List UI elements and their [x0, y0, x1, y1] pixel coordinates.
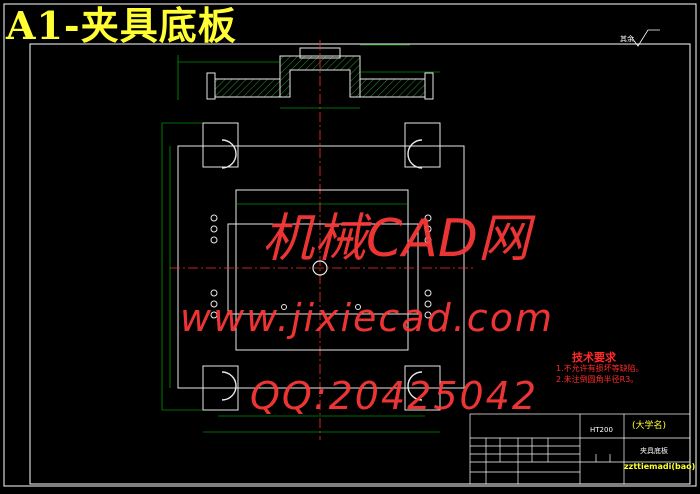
slot-top-right	[407, 139, 423, 169]
title-block	[469, 413, 691, 485]
slot-top-left	[221, 139, 237, 169]
lug-bottom-right	[404, 365, 441, 411]
inner-rect-outer	[235, 189, 409, 351]
drawing-title: A1-夹具底板	[6, 3, 237, 48]
bolt-holes-left	[210, 214, 218, 319]
bolt-holes-right	[424, 214, 432, 319]
sheet-border	[3, 3, 697, 487]
plate-outline	[177, 145, 465, 389]
tech-heading: 技术要求	[572, 351, 616, 364]
section-view	[177, 40, 440, 440]
slot-bottom-left	[221, 371, 237, 401]
pin-hole-right	[355, 304, 361, 310]
watermark-line-2: www.jixiecad.com	[180, 296, 554, 340]
technical-requirements: 技术要求 1.不允许有损坏等缺陷。 2.未注倒圆角半径R3。	[556, 352, 644, 385]
tech-item: 2.未注倒圆角半径R3。	[556, 375, 639, 384]
watermark-line-3: QQ:20425042	[250, 374, 539, 418]
section-right-plate	[359, 78, 426, 98]
plan-view	[161, 122, 475, 433]
section-left-end	[206, 72, 216, 100]
tech-item: 1.不允许有损坏等缺陷。	[556, 364, 644, 373]
inner-rect-mid	[227, 223, 419, 315]
section-boss	[279, 55, 361, 98]
lug-top-right	[404, 122, 441, 168]
lug-bottom-left	[202, 365, 239, 411]
title-block-drawing-no: zzttiemadi(bao)	[624, 462, 696, 471]
lug-top-left	[202, 122, 239, 168]
watermark-line-1: 机械CAD网	[262, 209, 530, 269]
title-block-material: HT200	[590, 426, 613, 434]
roughness-symbol	[631, 29, 660, 47]
pin-hole-left	[281, 304, 287, 310]
drawing-frame	[29, 43, 691, 485]
title-block-school: (大学名)	[632, 421, 667, 431]
section-left-plate	[214, 78, 281, 98]
section-right-end	[424, 72, 434, 100]
roughness-note: 其余	[620, 35, 634, 43]
slot-bottom-right	[407, 371, 423, 401]
title-block-part-name: 夹具底板	[640, 447, 668, 455]
